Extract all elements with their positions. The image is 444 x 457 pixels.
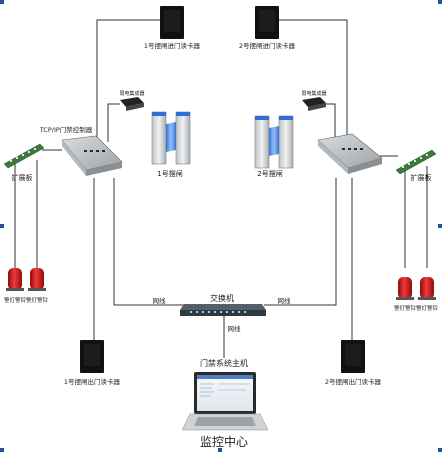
expansion-board-left: 扩展板 xyxy=(3,143,45,182)
alarm-right-2: 警灯警铃 xyxy=(416,277,439,312)
gate-2: 2号摆闸 xyxy=(254,115,294,178)
controller-label: TCP/IP门禁控制器 xyxy=(39,125,93,134)
switch-label: 交换机 xyxy=(210,293,234,303)
alarm-left-2: 警灯警铃 xyxy=(26,268,49,304)
alarm-right-2-label: 警灯警铃 xyxy=(416,304,439,312)
power-module-left: 弱电集成器 xyxy=(119,90,145,111)
reader-in-1: 1号摆闸进门读卡器 xyxy=(144,6,201,50)
reader-out-1: 1号摆闸出门读卡器 xyxy=(64,340,121,386)
gate-1-label: 1号摆闸 xyxy=(157,169,182,178)
reader-in-2: 2号摆闸进门读卡器 xyxy=(239,6,296,50)
net-label-left: 网线 xyxy=(153,296,167,305)
controller-left: TCP/IP门禁控制器 xyxy=(39,125,123,176)
controller-right xyxy=(317,133,383,174)
net-label-center: 网线 xyxy=(228,324,242,333)
network-switch: 交换机 xyxy=(180,293,266,316)
gate-2-label: 2号摆闸 xyxy=(257,169,282,178)
expansion-left-label: 扩展板 xyxy=(12,173,33,182)
host-laptop: 门禁系统主机 xyxy=(181,358,269,431)
reader-out-2: 2号摆闸出门读卡器 xyxy=(325,340,382,386)
alarm-left-1: 警灯警铃 xyxy=(4,268,27,304)
reader-out-1-label: 1号摆闸出门读卡器 xyxy=(64,377,121,386)
reader-in-1-label: 1号摆闸进门读卡器 xyxy=(144,41,201,50)
power-right-label: 弱电集成器 xyxy=(301,90,326,97)
power-left-label: 弱电集成器 xyxy=(119,90,144,97)
alarm-right-1: 警灯警铃 xyxy=(394,277,417,312)
alarm-left-1-label: 警灯警铃 xyxy=(4,296,27,304)
power-module-right: 弱电集成器 xyxy=(301,90,327,111)
connection-lines xyxy=(14,19,428,358)
expansion-right-label: 扩展板 xyxy=(411,173,432,182)
reader-out-2-label: 2号摆闸出门读卡器 xyxy=(325,377,382,386)
expansion-board-right: 扩展板 xyxy=(395,149,437,182)
alarm-left-2-label: 警灯警铃 xyxy=(26,296,49,304)
host-label: 门禁系统主机 xyxy=(200,358,248,368)
net-label-right: 网线 xyxy=(278,296,292,305)
alarm-right-1-label: 警灯警铃 xyxy=(394,304,417,312)
reader-in-2-label: 2号摆闸进门读卡器 xyxy=(239,41,296,50)
gate-1: 1号摆闸 xyxy=(151,111,191,178)
monitoring-center-title: 监控中心 xyxy=(200,434,248,449)
